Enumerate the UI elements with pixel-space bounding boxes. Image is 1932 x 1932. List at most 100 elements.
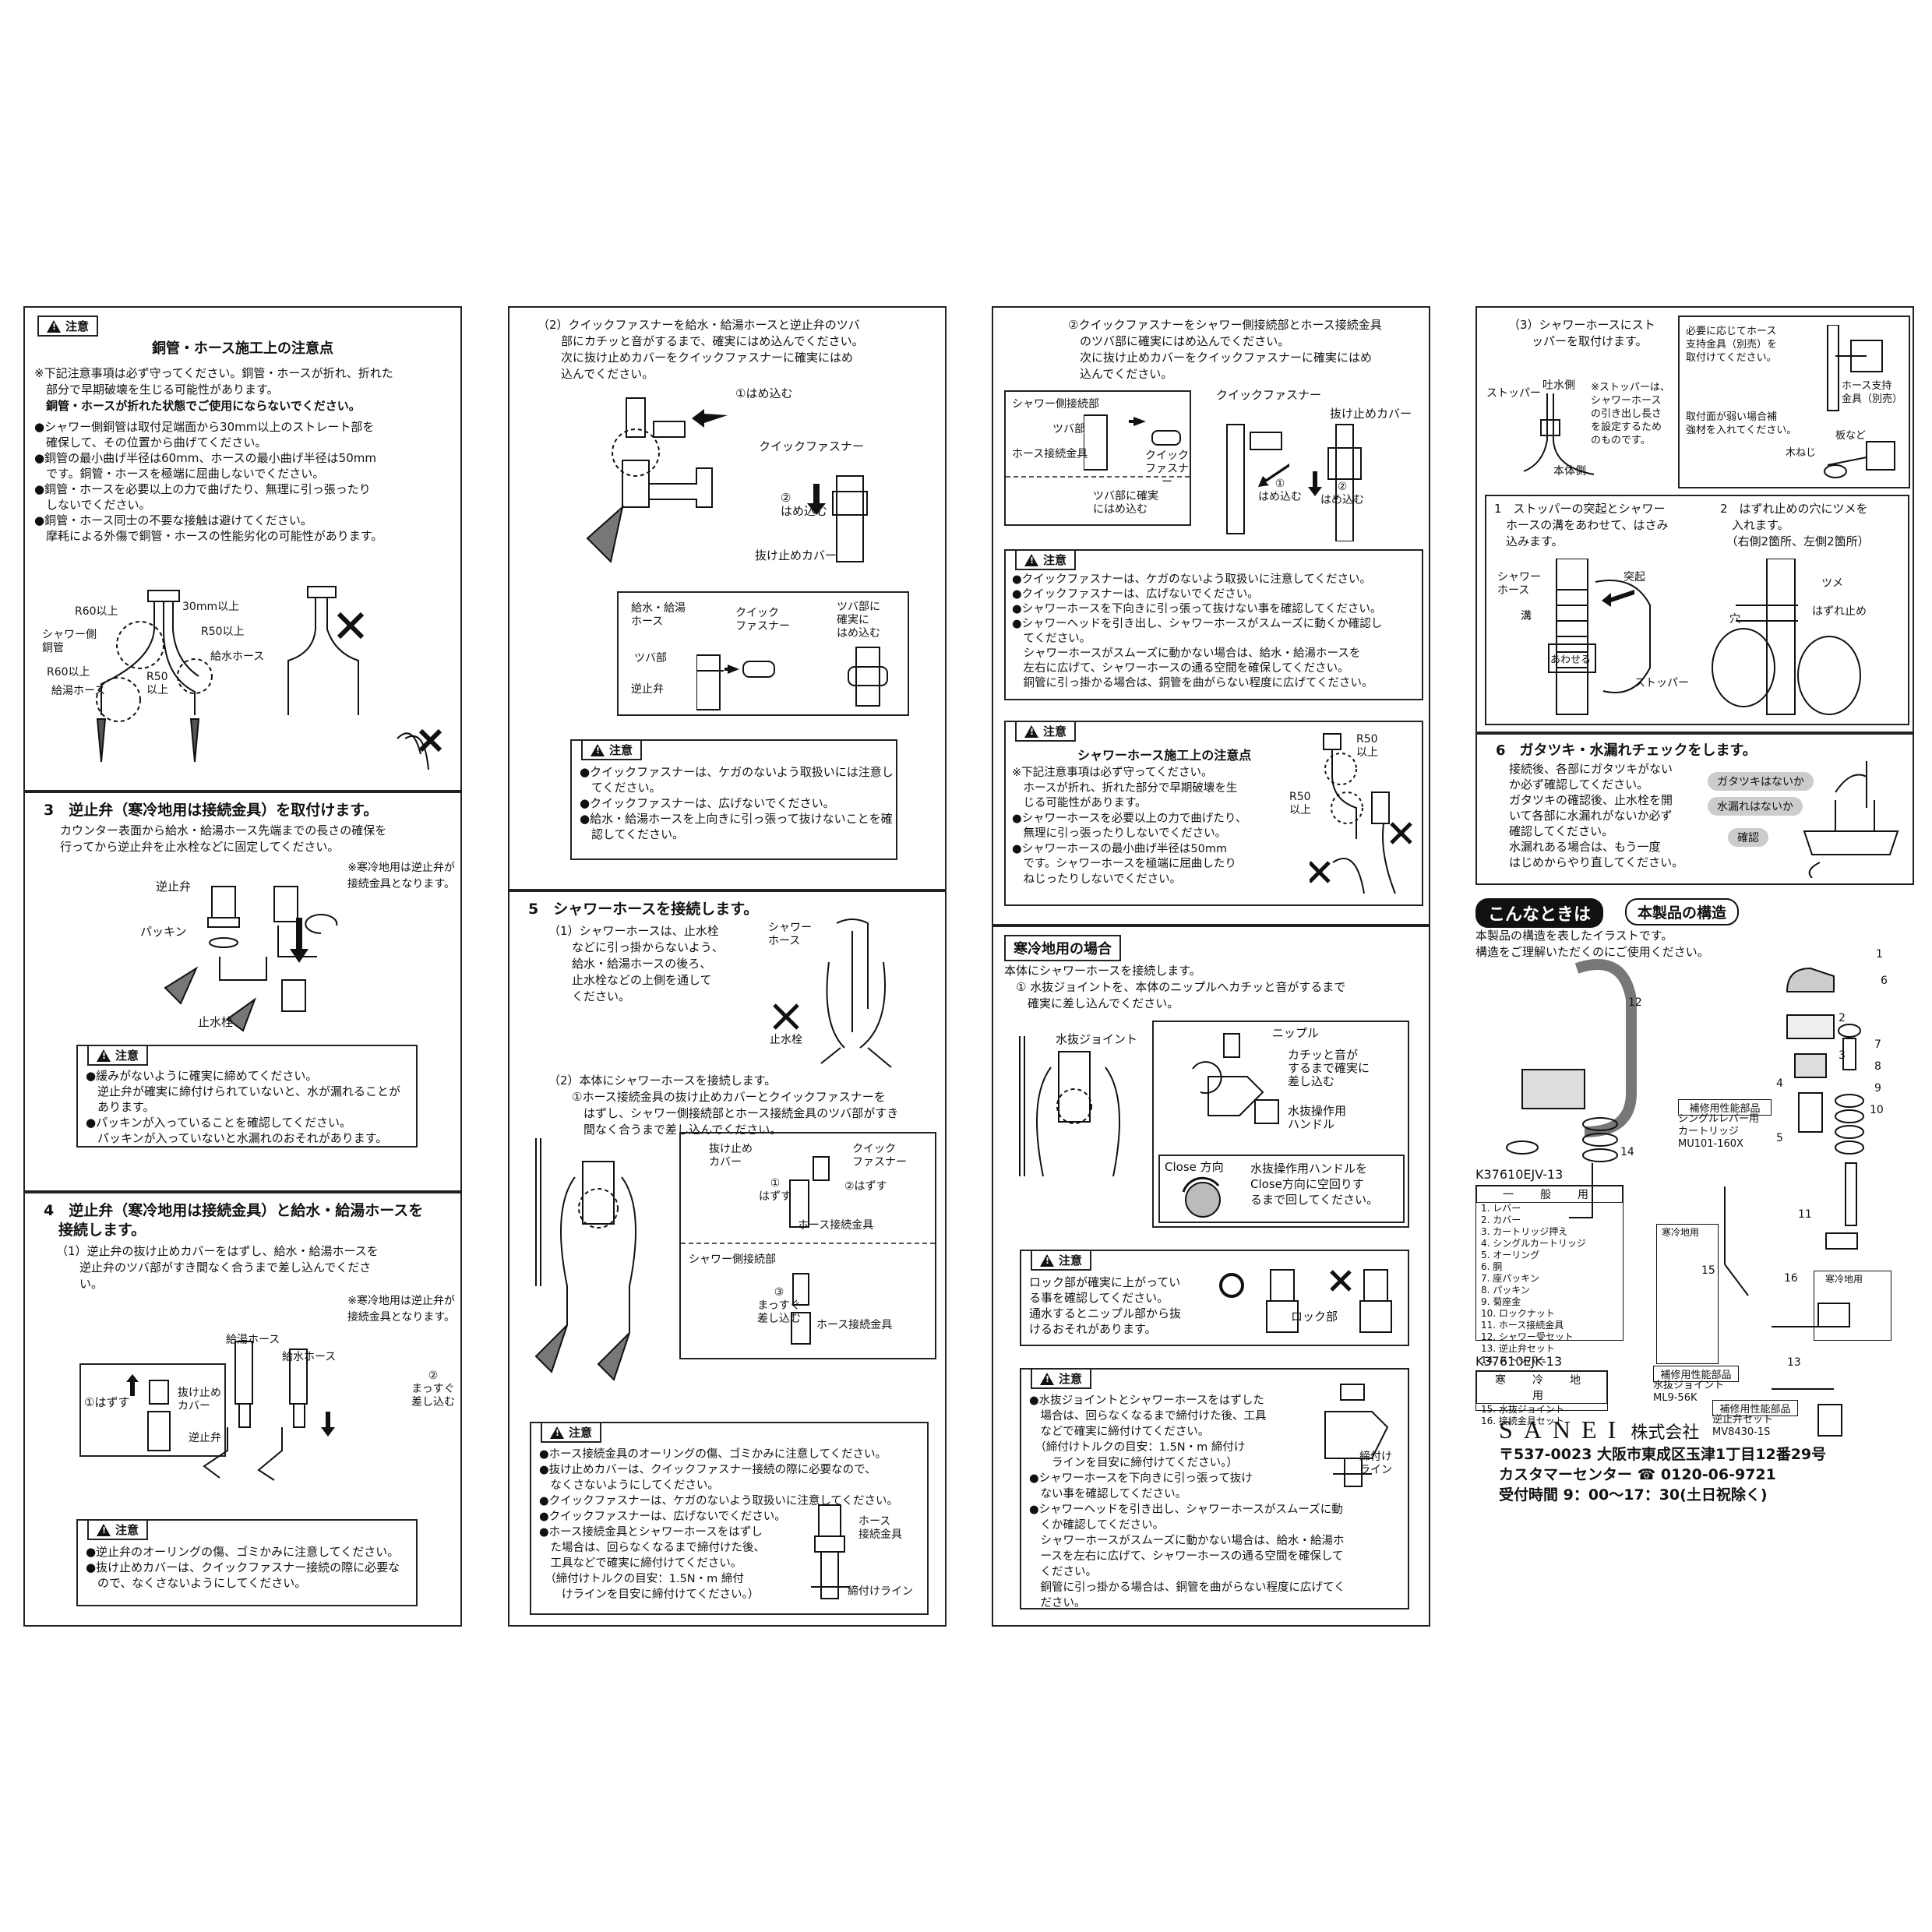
flange-detail-drawing xyxy=(696,647,888,710)
general-header: 一 般 用 xyxy=(1476,1186,1623,1203)
label-r60: R60以上 xyxy=(75,605,118,618)
label-shower-hose: シャワー ホース xyxy=(768,922,812,947)
label-r60b: R60以上 xyxy=(47,666,90,679)
label-insert-1: ① はめ込む xyxy=(1258,478,1302,503)
detail-divider xyxy=(1006,476,1190,478)
company-suffix: 株式会社 xyxy=(1631,1423,1700,1443)
parts-item: 9. 菊座金 xyxy=(1481,1296,1521,1307)
step4-caution-text: ●逆止弁のオーリングの傷、ゴミかみに注意してください。 ●抜け止めカバーは、クイ… xyxy=(86,1545,400,1590)
pipe-bend-illustration xyxy=(31,583,456,777)
drain-caution-text: ●水抜ジョイントとシャワーホースをはずした 場合は、回らなくなるまで締付けた後、… xyxy=(1029,1394,1345,1609)
detail-divider xyxy=(681,1243,935,1244)
handle-icon xyxy=(1182,1176,1221,1218)
parts-item: 3. カートリッジ押え xyxy=(1481,1226,1568,1237)
parts-item: 15. 水抜ジョイント xyxy=(1481,1404,1564,1415)
label-fitting: ホース 接続金具 xyxy=(858,1515,902,1541)
label-stop-valve: 止水栓 xyxy=(770,1034,802,1046)
label-packing: パッキン xyxy=(140,925,187,939)
parts-row: 12. シャワー受セット xyxy=(1476,1331,1591,1343)
lock-caution-box: 注意 ロック部が確実に上がってい る事を確認してください。 通水するとニップル部… xyxy=(1020,1250,1409,1346)
part-number-15: 15 xyxy=(1701,1264,1715,1277)
label-catch: はずれ止め xyxy=(1812,605,1867,618)
parts-row: 8. パッキン xyxy=(1476,1285,1591,1296)
step4-caution-box: 注意 ●逆止弁のオーリングの傷、ゴミかみに注意してください。 ●抜け止めカバーは… xyxy=(76,1519,418,1606)
drain-detail-box: ニップル カチッと音が するまで確実に 差し込む 水抜操作用 ハンドル Clos… xyxy=(1152,1021,1409,1228)
parts-row: 7. 座パッキン xyxy=(1476,1273,1591,1285)
label-30mm: 30mm以上 xyxy=(182,601,240,613)
label-quick-fastener: クイックファスナー xyxy=(1216,388,1322,402)
step4-title: 4 逆止弁（寒冷地用は接続金具）と給水・給湯ホースを 接続します。 xyxy=(44,1202,424,1239)
part-number-8: 8 xyxy=(1874,1060,1881,1073)
hose-connection-illustration xyxy=(79,1326,453,1482)
structure-tag: 本製品の構造 xyxy=(1625,898,1740,925)
warning-icon xyxy=(1024,553,1038,566)
body-hose-illustration xyxy=(520,1130,676,1395)
label-remove-1: ① はずす xyxy=(759,1177,791,1203)
parts-item: 5. オーリング xyxy=(1481,1250,1540,1260)
parts-row: 2. カバー xyxy=(1476,1215,1591,1226)
parts-item: 4. シングルカートリッジ xyxy=(1481,1238,1586,1249)
parts-item: 1. レバー xyxy=(1481,1203,1521,1214)
quick-fit-drawing xyxy=(1084,414,1181,471)
parts-row: 9. 菊座金 xyxy=(1476,1296,1591,1308)
parts-row: 3. カートリッジ押え xyxy=(1476,1226,1591,1238)
cold-label-2: 寒冷地用 xyxy=(1825,1274,1863,1285)
label-check: 逆止弁 xyxy=(631,683,664,696)
warning-icon xyxy=(97,1049,111,1062)
stopper-steps-box: 1 ストッパーの突起とシャワー ホースの溝をあわせて、はさみ 込みます。 2 は… xyxy=(1485,495,1909,725)
company-address: 〒537-0023 大阪市東成区玉津1丁目12番29号 xyxy=(1499,1446,1827,1463)
caution-badge: 注意 xyxy=(1015,721,1077,742)
parts-item: 6. 胴 xyxy=(1481,1261,1503,1272)
step3-body: カウンター表面から給水・給湯ホース先端までの長さの確保を 行ってから逆止弁を止水… xyxy=(60,823,387,854)
column-3: ②クイックファスナーをシャワー側接続部とホース接続金具 のツバ部に確実にはめ込ん… xyxy=(992,306,1430,1627)
label-insert: ② まっすぐ 差し込む xyxy=(411,1370,455,1408)
label-bump: 突起 xyxy=(1624,571,1645,583)
label-hot-hose: 給湯ホース xyxy=(51,685,106,697)
part-number-11: 11 xyxy=(1798,1208,1812,1221)
check-valve-illustration xyxy=(118,871,368,1035)
label-shower-conn: シャワー側接続部 xyxy=(689,1253,776,1266)
structure-body: 本製品の構造を表したイラストです。 構造をご理解いただくのにご使用ください。 xyxy=(1475,929,1709,959)
caution-badge: 注意 xyxy=(37,316,99,337)
step4-body: （1）逆止弁の抜け止めカバーをはずし、給水・給湯ホースを 逆止弁のツバ部がすき間… xyxy=(56,1244,379,1291)
step6-body: 接続後、各部にガタツキがない か必ず確認してください。 ガタツキの確認後、止水栓… xyxy=(1509,762,1684,869)
parts-row: 10. ロックナット xyxy=(1476,1308,1591,1320)
warning-icon xyxy=(47,319,61,333)
step6-box: 6 ガタツキ・水漏れチェックをします。 接続後、各部にガタツキがない か必ず確認… xyxy=(1475,733,1914,885)
parts-item: 10. ロックナット xyxy=(1481,1308,1555,1319)
part-number-9: 9 xyxy=(1874,1082,1881,1095)
caution-badge: 注意 xyxy=(1031,1368,1092,1389)
parts-row: 5. オーリング xyxy=(1476,1250,1591,1261)
part-number-12: 12 xyxy=(1628,996,1642,1009)
label-hole: 穴 xyxy=(1729,613,1740,626)
joint-tag: 補修用性能部品 xyxy=(1653,1366,1739,1382)
parts-item: 14. ストッパー xyxy=(1481,1355,1546,1366)
step3-title: 3 逆止弁（寒冷地用は接続金具）を取付けます。 xyxy=(44,802,379,819)
hose-detail-box xyxy=(79,1363,226,1457)
stopper-box: （3）シャワーホースにスト ッパーを取付けます。 吐水側 ストッパー ※ストッパ… xyxy=(1475,306,1914,733)
cold-region-title: 寒冷地用の場合 xyxy=(1004,935,1121,961)
caution-badge: 注意 xyxy=(1015,549,1077,570)
bracket-note: 必要に応じてホース 支持金具（別売）を 取付けてください。 xyxy=(1686,326,1778,364)
label-r50: R50 以上 xyxy=(1356,733,1378,759)
company-block: SANEI 株式会社 〒537-0023 大阪市東成区玉津1丁目12番29号 カ… xyxy=(1499,1416,1904,1505)
stopper-step-drawing xyxy=(1548,559,1861,715)
warning-icon xyxy=(550,1426,564,1439)
column-4: （3）シャワーホースにスト ッパーを取付けます。 吐水側 ストッパー ※ストッパ… xyxy=(1475,306,1914,1627)
faucet-check-drawing xyxy=(1803,761,1899,878)
label-fit: ツバ部に確実 にはめ込む xyxy=(1093,490,1158,516)
caution-badge: 注意 xyxy=(581,739,643,760)
section-title: 銅管・ホース施工上の注意点 xyxy=(151,340,334,357)
label-claw: ツメ xyxy=(1821,577,1843,590)
pipe-caution-box: 注意 銅管・ホース施工上の注意点 ※下記注意事項は必ず守ってください。銅管・ホー… xyxy=(23,306,462,791)
hose-install-title: シャワーホース施工上の注意点 xyxy=(1077,748,1252,763)
label-cover: 抜け止めカバー xyxy=(755,548,837,562)
label-board: 板など xyxy=(1835,430,1867,442)
cold-region-box: 寒冷地用の場合 本体にシャワーホースを接続します。 ① 水抜ジョイントを、本体の… xyxy=(992,925,1430,1627)
label-insert-2: ② はめ込む xyxy=(781,491,828,518)
step4-2-body: （2）クイックファスナーを給水・給湯ホースと逆止弁のツバ 部にカチッと音がするま… xyxy=(538,318,864,381)
label-check-valve: 逆止弁 xyxy=(156,880,192,894)
hose-install-body: ※下記注意事項は必ず守ってください。 ホースが折れ、折れた部分で早期破壊を生 じ… xyxy=(1012,767,1247,886)
label-align: あわせる xyxy=(1550,654,1592,666)
